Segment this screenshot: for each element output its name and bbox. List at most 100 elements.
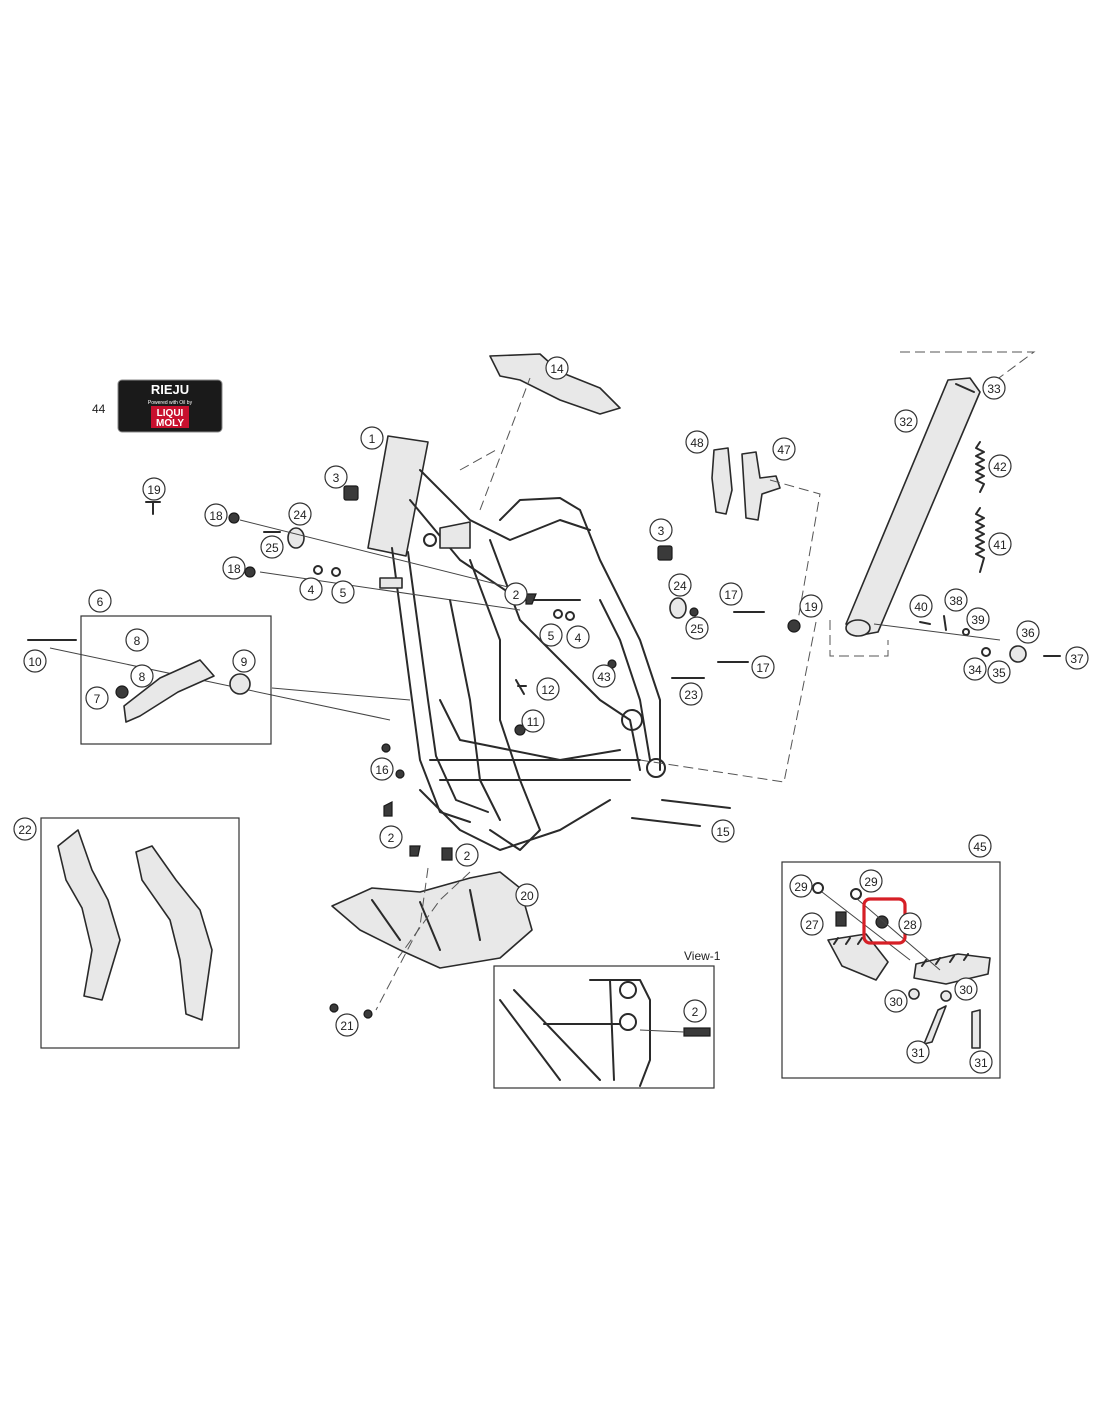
callout-c45: 45 <box>968 834 992 858</box>
callout-label: 39 <box>971 613 985 627</box>
callout-circle <box>898 912 922 936</box>
callout-c37: 37 <box>1065 646 1089 670</box>
callout-circle <box>859 869 883 893</box>
callout-circle <box>85 686 109 710</box>
callout-circle <box>142 477 166 501</box>
callout-label: 36 <box>1021 626 1035 640</box>
callout-label: 37 <box>1070 652 1084 666</box>
callout-c20: 20 <box>515 883 539 907</box>
callout-label: 1 <box>369 432 376 446</box>
spring-42 <box>975 441 985 493</box>
callout-label: 48 <box>690 436 704 450</box>
callout-c31b: 31 <box>969 1050 993 1074</box>
partner-logo-line2: MOLY <box>156 418 184 429</box>
callout-c2d: 2 <box>683 999 707 1023</box>
callout-label: 25 <box>690 622 704 636</box>
callout-c3a: 3 <box>324 465 348 489</box>
callout-label: 4 <box>308 583 315 597</box>
callout-c39: 39 <box>966 607 990 631</box>
callout-circle <box>13 817 37 841</box>
callout-label: 33 <box>987 382 1001 396</box>
callout-c28: 28 <box>898 912 922 936</box>
callout-c38: 38 <box>944 588 968 612</box>
callout-c8b: 8 <box>130 664 154 688</box>
callout-c24a: 24 <box>288 502 312 526</box>
callout-circle <box>1016 620 1040 644</box>
callout-label: 15 <box>716 825 730 839</box>
callout-c11: 11 <box>521 709 545 733</box>
callout-c7: 7 <box>85 686 109 710</box>
callout-label: 35 <box>992 666 1006 680</box>
callout-label: 18 <box>209 509 223 523</box>
callout-label: 11 <box>527 715 540 729</box>
callout-c25b: 25 <box>685 616 709 640</box>
callout-circle <box>88 589 112 613</box>
callout-c17b: 17 <box>751 655 775 679</box>
callout-c29b: 29 <box>859 869 883 893</box>
spring-41 <box>975 507 985 573</box>
callout-circle <box>566 625 590 649</box>
callout-label: 42 <box>993 460 1007 474</box>
callout-c2b: 2 <box>379 825 403 849</box>
callout-label: 8 <box>139 670 146 684</box>
callout-label: 17 <box>724 588 738 602</box>
callout-c24b: 24 <box>668 573 692 597</box>
callout-c19b: 19 <box>799 594 823 618</box>
callout-circle <box>130 664 154 688</box>
callout-circle <box>125 628 149 652</box>
callout-circle <box>204 503 228 527</box>
callout-c41: 41 <box>988 532 1012 556</box>
callout-label: 6 <box>97 595 104 609</box>
callout-label: 24 <box>673 579 687 593</box>
callout-circle <box>360 426 384 450</box>
callout-c3b: 3 <box>649 518 673 542</box>
callout-circle <box>324 465 348 489</box>
callout-label: 34 <box>968 663 982 677</box>
callout-label: 27 <box>805 918 819 932</box>
callout-c27: 27 <box>800 912 824 936</box>
callout-c23: 23 <box>679 682 703 706</box>
callout-label: 17 <box>756 661 770 675</box>
callout-c5a: 5 <box>331 580 355 604</box>
leader-lines <box>49 519 1001 721</box>
callout-circle <box>906 1040 930 1064</box>
footpeg-box <box>781 861 1001 1079</box>
brand-badge: RIEJU Powered with Oil by LIQUI MOLY <box>117 379 223 433</box>
callout-circle <box>335 1013 359 1037</box>
callout-c30b: 30 <box>954 977 978 1001</box>
callout-label: 9 <box>241 655 248 669</box>
callout-label: 7 <box>94 692 101 706</box>
callout-circle <box>232 649 256 673</box>
callout-circle <box>592 664 616 688</box>
callout-circle <box>719 582 743 606</box>
callout-c48: 48 <box>685 430 709 454</box>
callout-circle <box>545 356 569 380</box>
callout-label: 2 <box>513 588 520 602</box>
bolts-and-fasteners <box>27 501 1061 1019</box>
callout-label: 2 <box>692 1005 699 1019</box>
callout-label: 28 <box>903 918 917 932</box>
callout-label: 31 <box>974 1056 988 1070</box>
callout-c40: 40 <box>909 594 933 618</box>
callout-c25a: 25 <box>260 535 284 559</box>
footpeg-detail <box>812 882 991 1049</box>
callout-circle <box>685 430 709 454</box>
callout-c42: 42 <box>988 454 1012 478</box>
callout-circle <box>455 843 479 867</box>
callout-label: 16 <box>375 763 389 777</box>
bracket-48 <box>711 447 733 515</box>
callout-label: 38 <box>949 594 963 608</box>
callout-circle <box>772 437 796 461</box>
brand-tagline: Powered with Oil by <box>148 400 193 406</box>
callout-circle <box>982 376 1006 400</box>
callout-c33: 33 <box>982 376 1006 400</box>
callout-circle <box>987 660 1011 684</box>
callout-label: 32 <box>899 415 913 429</box>
callout-label: 30 <box>889 995 903 1009</box>
view-1-label: View-1 <box>684 949 721 963</box>
brand-logo: RIEJU <box>151 382 189 397</box>
callout-c14: 14 <box>545 356 569 380</box>
view-1-detail <box>499 979 711 1087</box>
callout-c34: 34 <box>963 657 987 681</box>
